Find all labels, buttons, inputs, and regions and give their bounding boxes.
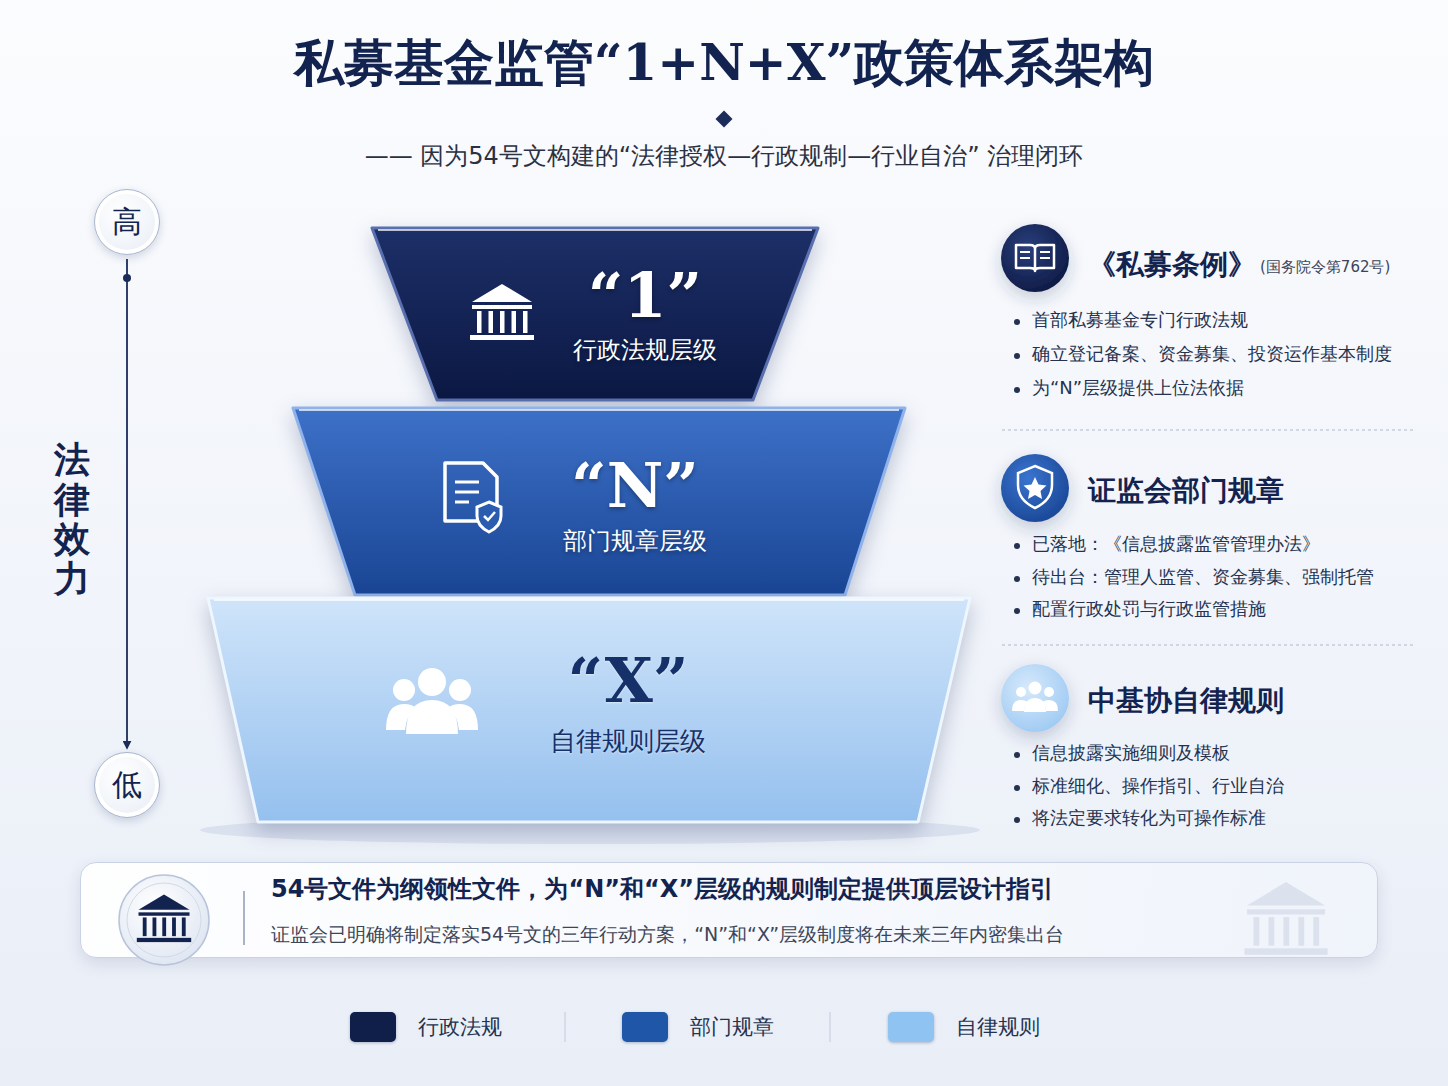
tier-band: “1”行政法规层级 bbox=[372, 228, 818, 400]
tier-name: 部门规章层级 bbox=[563, 525, 707, 557]
tier-band: “X” 自律规则层级 bbox=[208, 598, 970, 822]
tier-name: 自律规则层级 bbox=[550, 724, 706, 759]
subtitle: —— 因为54号文构建的“法律授权—行政规制—行业自治” 治理闭环 bbox=[365, 140, 1084, 172]
tier-band: “N”部门规章层级 bbox=[293, 408, 905, 595]
bullet-dot bbox=[1014, 353, 1020, 359]
note-heading: 54号文件为纲领性文件，为“N”和“X”层级的规则制定提供顶层设计指引 bbox=[271, 873, 1054, 905]
title-diamond bbox=[716, 111, 733, 128]
tier-symbol: “N” bbox=[571, 449, 699, 522]
legend-text: 行政法规 bbox=[418, 1013, 502, 1041]
bullet-text: 配置行政处罚与行政监管措施 bbox=[1032, 597, 1266, 621]
note-box: 54号文件为纲领性文件，为“N”和“X”层级的规则制定提供顶层设计指引证监会已明… bbox=[80, 862, 1378, 958]
section-heading: 证监会部门规章 bbox=[1088, 472, 1284, 510]
level-circle: 高 bbox=[94, 189, 160, 255]
level-label: 高 bbox=[112, 202, 142, 243]
bullet-text: 将法定要求转化为可操作标准 bbox=[1032, 806, 1266, 830]
section-separator bbox=[1002, 430, 1415, 431]
bullet-dot bbox=[1014, 319, 1020, 325]
legend-entry: 行政法规 bbox=[350, 1012, 502, 1042]
people-icon bbox=[1001, 664, 1069, 732]
note-body: 证监会已明确将制定落实54号文的三年行动方案，“N”和“X”层级制度将在未来三年… bbox=[271, 922, 1064, 948]
axis-arrow bbox=[126, 259, 128, 748]
legend-entry: 自律规则 bbox=[888, 1012, 1040, 1042]
level-label: 低 bbox=[112, 765, 142, 806]
bullet-dot bbox=[1014, 576, 1020, 582]
book-icon bbox=[1001, 224, 1069, 292]
legend-separator bbox=[565, 1012, 566, 1042]
bullet-dot bbox=[1014, 817, 1020, 823]
bullet-dot bbox=[1014, 387, 1020, 393]
bullet-dot bbox=[1014, 543, 1020, 549]
shield-icon bbox=[1001, 454, 1069, 522]
bullet-text: 已落地：《信息披露监管管理办法》 bbox=[1032, 532, 1320, 556]
legend-text: 部门规章 bbox=[690, 1013, 774, 1041]
title: 私募基金监管“1+N+X”政策体系架构 bbox=[294, 30, 1155, 97]
legend-text: 自律规则 bbox=[956, 1013, 1040, 1041]
legend-swatch bbox=[888, 1012, 934, 1042]
bullet-text: 待出台：管理人监管、资金募集、强制托管 bbox=[1032, 565, 1374, 589]
tier-name: 行政法规层级 bbox=[573, 334, 717, 366]
bullet-text: 标准细化、操作指引、行业自治 bbox=[1032, 774, 1284, 798]
bullet-dot bbox=[1014, 785, 1020, 791]
tier-icon bbox=[445, 463, 501, 532]
bullet-text: 为“N”层级提供上位法依据 bbox=[1032, 376, 1244, 400]
tier-symbol: “X” bbox=[567, 644, 688, 717]
legend-separator bbox=[830, 1012, 831, 1042]
axis-label: 法律效力 bbox=[54, 440, 90, 598]
tier-icon bbox=[386, 668, 478, 734]
bullet-dot bbox=[1014, 608, 1020, 614]
bullet-text: 确立登记备案、资金募集、投资运作基本制度 bbox=[1032, 342, 1392, 366]
section-heading: 中基协自律规则 bbox=[1088, 682, 1284, 720]
bullet-text: 首部私募基金专门行政法规 bbox=[1032, 308, 1248, 332]
section-heading: 《私募条例》 bbox=[1088, 246, 1256, 284]
watermark-building bbox=[1244, 882, 1327, 955]
section-separator bbox=[1002, 645, 1415, 646]
section-note: (国务院令第762号) bbox=[1260, 258, 1390, 277]
legend-swatch bbox=[622, 1012, 668, 1042]
bullet-dot bbox=[1014, 752, 1020, 758]
tier-symbol: “1” bbox=[588, 259, 702, 332]
bank-badge-icon bbox=[119, 875, 209, 965]
legend-swatch bbox=[350, 1012, 396, 1042]
tier-icon bbox=[470, 284, 534, 340]
level-circle: 低 bbox=[94, 752, 160, 818]
legend-entry: 部门规章 bbox=[622, 1012, 774, 1042]
bullet-text: 信息披露实施细则及模板 bbox=[1032, 741, 1230, 765]
